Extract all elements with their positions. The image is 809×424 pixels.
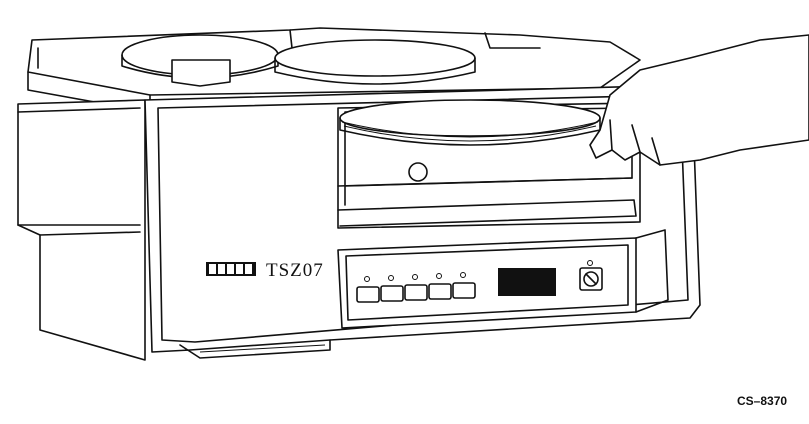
online-button[interactable] [405,285,427,300]
rewind-button[interactable] [381,286,403,301]
digital-logo [206,262,256,276]
figure-number: CS–8370 [737,394,787,408]
led-display [498,268,556,296]
model-label: TSZ07 [266,260,324,281]
cabinet-left-side [18,100,145,360]
write-enable-button[interactable] [429,284,451,299]
density-button[interactable] [453,283,475,298]
load-button[interactable] [357,287,379,302]
